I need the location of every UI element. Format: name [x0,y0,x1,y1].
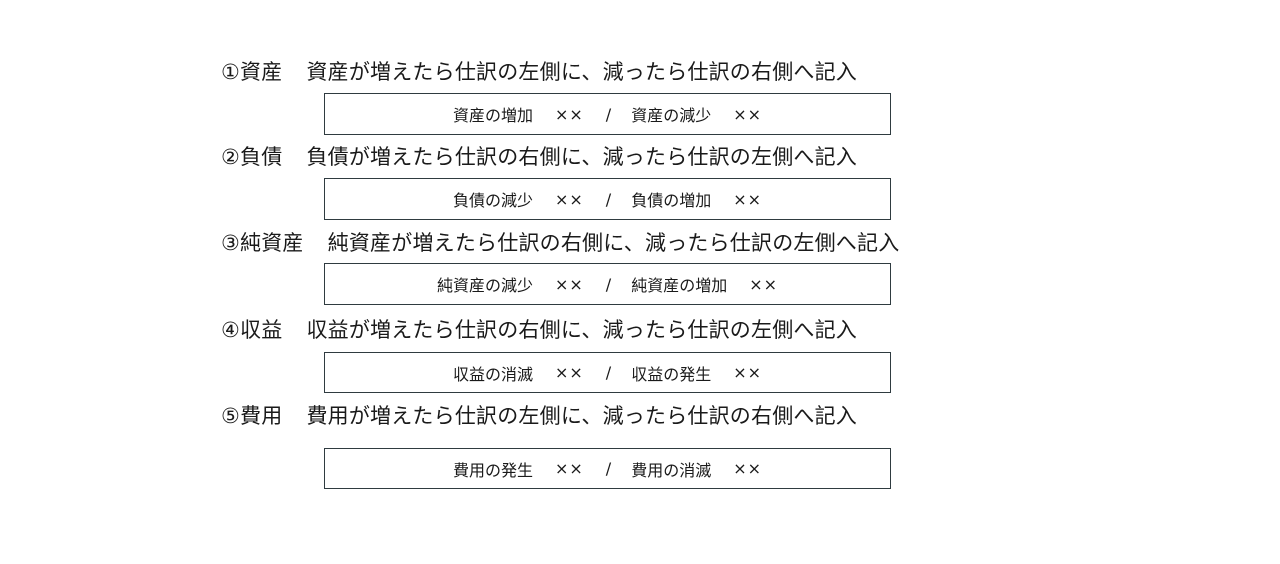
credit-amount: ×× [749,274,779,294]
heading-net-assets: ③純資産純資産が増えたら仕訳の右側に、減ったら仕訳の左側へ記入 [221,230,899,256]
debit-account: 費用の発生 [452,460,533,480]
entry-separator: / [605,459,612,478]
credit-amount: ×× [733,459,763,478]
journal-entry-box-assets: 資産の増加 ×× / 資産の減少 ×× [324,93,891,135]
section-rule: 収益が増えたら仕訳の右側に、減ったら仕訳の左側へ記入 [306,318,858,342]
debit-amount: ×× [554,104,584,124]
entry-separator: / [605,274,612,294]
credit-account: 資産の減少 [631,106,712,125]
debit-amount: ×× [554,459,584,478]
section-label: ③純資産 [221,231,304,255]
debit-account: 負債の減少 [452,191,533,210]
heading-liabilities: ②負債負債が増えたら仕訳の右側に、減ったら仕訳の左側へ記入 [221,144,857,170]
credit-account: 費用の消滅 [631,460,712,480]
section-label: ①資産 [221,60,283,84]
section-label: ⑤費用 [221,404,283,428]
journal-entry-box-liabilities: 負債の減少 ×× / 負債の増加 ×× [324,178,891,220]
heading-expenses: ⑤費用費用が増えたら仕訳の左側に、減ったら仕訳の右側へ記入 [221,403,857,429]
debit-account: 資産の増加 [452,106,533,125]
section-rule: 資産が増えたら仕訳の左側に、減ったら仕訳の右側へ記入 [306,60,858,84]
section-rule: 費用が増えたら仕訳の左側に、減ったら仕訳の右側へ記入 [306,404,858,428]
section-label: ④収益 [221,318,283,342]
debit-account: 収益の消滅 [452,364,533,384]
credit-account: 負債の増加 [631,191,712,210]
section-label: ②負債 [221,145,283,169]
credit-account: 収益の発生 [631,364,712,384]
entry-separator: / [605,189,612,209]
section-rule: 純資産が増えたら仕訳の右側に、減ったら仕訳の左側へ記入 [327,231,900,255]
entry-separator: / [605,104,612,124]
journal-entry-box-expenses: 費用の発生 ×× / 費用の消滅 ×× [324,448,891,489]
journal-entry-box-revenue: 収益の消滅 ×× / 収益の発生 ×× [324,352,891,393]
credit-amount: ×× [733,189,763,209]
debit-amount: ×× [554,363,584,382]
credit-amount: ×× [733,363,763,382]
debit-account: 純資産の減少 [436,276,533,295]
debit-amount: ×× [554,274,584,294]
heading-assets: ①資産資産が増えたら仕訳の左側に、減ったら仕訳の右側へ記入 [221,59,857,85]
section-rule: 負債が増えたら仕訳の右側に、減ったら仕訳の左側へ記入 [306,145,858,169]
credit-account: 純資産の増加 [631,276,728,295]
entry-separator: / [605,363,612,382]
debit-amount: ×× [554,189,584,209]
journal-entry-box-net-assets: 純資産の減少 ×× / 純資産の増加 ×× [324,263,891,305]
credit-amount: ×× [733,104,763,124]
heading-revenue: ④収益収益が増えたら仕訳の右側に、減ったら仕訳の左側へ記入 [221,317,857,343]
